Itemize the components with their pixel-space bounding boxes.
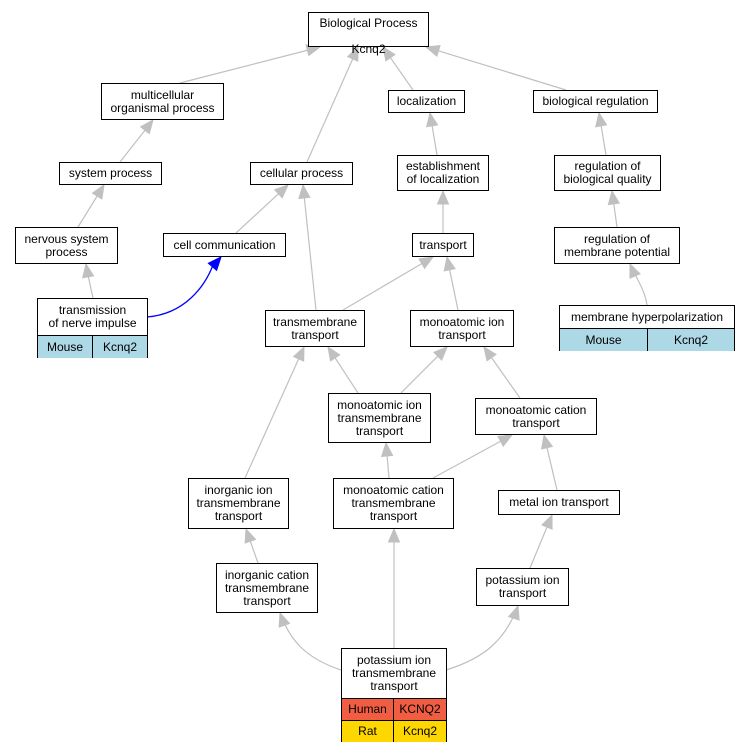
node-monoatomic-ion-transmembrane-transport[interactable]: monoatomic ion transmembrane transport bbox=[328, 393, 431, 443]
edge-cellular-to-root-arrowhead bbox=[346, 45, 359, 62]
node-transmission-of-nerve-impulse[interactable]: transmission of nerve impulse Mouse Kcnq… bbox=[37, 298, 148, 358]
edge-monocationtm-to-monocation-arrowhead bbox=[497, 434, 514, 447]
edge-establishment-to-localization-arrowhead bbox=[426, 111, 439, 128]
edge-inorgcation-to-inorgion bbox=[249, 541, 259, 564]
edge-tmtransport-to-transport bbox=[342, 263, 423, 311]
edge-inorgion-to-tmtransport-arrowhead bbox=[292, 345, 305, 362]
annotated-node-label: transmission of nerve impulse bbox=[38, 298, 148, 335]
gene-cell-kcnq2-rat: Kcnq2 bbox=[394, 720, 447, 742]
species-cell-human: Human bbox=[342, 698, 394, 720]
edge-nerve-impulse-to-cellcomm-arrowhead bbox=[207, 256, 222, 272]
node-localization[interactable]: localization bbox=[388, 90, 465, 113]
edge-system-to-multicellular bbox=[119, 129, 146, 163]
node-biological-regulation[interactable]: biological regulation bbox=[533, 90, 658, 113]
node-potassium-ion-transport[interactable]: potassium ion transport bbox=[476, 568, 569, 606]
edge-multicellular-to-root bbox=[179, 49, 308, 84]
node-inorganic-ion-transmembrane-transport[interactable]: inorganic ion transmembrane transport bbox=[188, 478, 289, 529]
edge-bioreg-to-root bbox=[438, 50, 567, 91]
node-system-process[interactable]: system process bbox=[59, 162, 162, 185]
edge-cellular-to-root bbox=[306, 58, 354, 163]
edge-monoiontm-to-monoion bbox=[400, 355, 439, 394]
species-cell-mouse: Mouse bbox=[560, 328, 648, 351]
gene-cell-kcnq2: Kcnq2 bbox=[648, 328, 735, 351]
node-cellular-process[interactable]: cellular process bbox=[250, 162, 353, 185]
edge-cellcomm-to-cellular bbox=[235, 193, 279, 234]
edge-transport-to-establishment-arrowhead bbox=[436, 189, 450, 205]
edge-monocationtm-to-monoiontm bbox=[386, 455, 390, 479]
node-monoatomic-ion-transport[interactable]: monoatomic ion transport bbox=[410, 310, 514, 347]
annotated-node-label: potassium ion transmembrane transport bbox=[342, 648, 447, 698]
edge-monoiontm-to-tmtransport bbox=[334, 357, 359, 394]
edge-pottm-to-potion bbox=[445, 605, 519, 671]
annotated-node-label: membrane hyperpolarization bbox=[560, 305, 735, 328]
edge-localization-to-root bbox=[389, 57, 414, 91]
root-gene: Kcnq2 bbox=[351, 41, 386, 56]
edge-inorgcation-to-inorgion-arrowhead bbox=[244, 527, 257, 544]
edge-monoion-to-transport-arrowhead bbox=[443, 255, 456, 272]
node-regulation-of-biological-quality[interactable]: regulation of biological quality bbox=[554, 155, 661, 191]
edge-monocation-to-monoion-arrowhead bbox=[483, 345, 497, 362]
edge-localization-to-root-arrowhead bbox=[382, 45, 396, 62]
edge-metalion-to-monocation-arrowhead bbox=[541, 433, 554, 450]
edge-bioreg-to-root-arrowhead bbox=[424, 44, 441, 57]
edge-establishment-to-localization bbox=[431, 125, 438, 156]
edge-tmtransport-to-cellular bbox=[303, 197, 317, 311]
node-membrane-hyperpolarization[interactable]: membrane hyperpolarization Mouse Kcnq2 bbox=[559, 305, 735, 351]
edge-regmem-to-regqual-arrowhead bbox=[607, 189, 621, 206]
edge-nervous-to-system-arrowhead bbox=[91, 183, 105, 200]
edge-potion-to-metalion bbox=[529, 526, 548, 569]
edge-nervous-to-system bbox=[77, 195, 98, 228]
node-metal-ion-transport[interactable]: metal ion transport bbox=[498, 490, 620, 515]
node-transport[interactable]: transport bbox=[412, 233, 474, 257]
gene-cell-kcnq2: Kcnq2 bbox=[93, 335, 148, 358]
edge-regqual-to-bioreg bbox=[600, 125, 607, 156]
edge-potion-to-metalion-arrowhead bbox=[541, 513, 553, 530]
node-monoatomic-cation-transmembrane-transport[interactable]: monoatomic cation transmembrane transpor… bbox=[333, 478, 454, 529]
node-establishment-of-localization[interactable]: establishment of localization bbox=[397, 155, 489, 191]
node-regulation-of-membrane-potential[interactable]: regulation of membrane potential bbox=[554, 227, 680, 264]
edge-regmem-to-regqual bbox=[613, 203, 618, 228]
edge-tmtransport-to-transport-arrowhead bbox=[418, 256, 435, 270]
edge-regqual-to-bioreg-arrowhead bbox=[595, 111, 608, 128]
edge-monoiontm-to-monoion-arrowhead bbox=[433, 346, 448, 361]
species-cell-rat: Rat bbox=[342, 720, 394, 742]
node-transmembrane-transport[interactable]: transmembrane transport bbox=[265, 310, 365, 347]
edge-monoiontm-to-tmtransport-arrowhead bbox=[327, 345, 341, 362]
edge-nerve-impulse-to-nervous-arrowhead bbox=[82, 262, 95, 279]
edge-cellcomm-to-cellular-arrowhead bbox=[273, 184, 289, 199]
edge-monocationtm-to-monocation bbox=[432, 440, 501, 479]
node-nervous-system-process[interactable]: nervous system process bbox=[15, 227, 118, 264]
node-cell-communication[interactable]: cell communication bbox=[163, 233, 286, 257]
root-label: Biological Process Kcnq2 bbox=[319, 4, 417, 56]
edge-monocationtm-to-monoiontm-arrowhead bbox=[380, 441, 394, 457]
node-potassium-ion-transmembrane-transport[interactable]: potassium ion transmembrane transport Hu… bbox=[341, 648, 447, 742]
node-multicellular-organismal-process[interactable]: multicellular organismal process bbox=[101, 83, 224, 120]
edge-tmtransport-to-cellular-arrowhead bbox=[298, 183, 311, 200]
edge-nerve-impulse-to-cellcomm bbox=[146, 264, 214, 318]
edge-pottm-to-monocationtm-arrowhead bbox=[387, 527, 401, 543]
node-monoatomic-cation-transport[interactable]: monoatomic cation transport bbox=[475, 398, 597, 435]
edge-system-to-multicellular-arrowhead bbox=[139, 118, 154, 135]
edge-metalion-to-monocation bbox=[546, 447, 558, 491]
edge-pottm-to-inorgcation bbox=[279, 612, 342, 671]
species-cell-mouse: Mouse bbox=[38, 335, 93, 358]
edge-inorgion-to-tmtransport bbox=[244, 358, 300, 479]
node-inorganic-cation-transmembrane-transport[interactable]: inorganic cation transmembrane transport bbox=[216, 563, 318, 613]
edge-hyperpol-to-regmem-arrowhead bbox=[629, 262, 641, 279]
root-title: Biological Process bbox=[319, 15, 418, 30]
gene-cell-kcnq2-human: KCNQ2 bbox=[394, 698, 447, 720]
edge-pottm-to-inorgcation-arrowhead bbox=[278, 611, 291, 628]
edge-monoion-to-transport bbox=[449, 269, 459, 311]
edge-pottm-to-potion-arrowhead bbox=[507, 604, 520, 621]
node-biological-process-root[interactable]: Biological Process Kcnq2 bbox=[308, 12, 429, 55]
edge-monocation-to-monoion bbox=[491, 357, 521, 399]
